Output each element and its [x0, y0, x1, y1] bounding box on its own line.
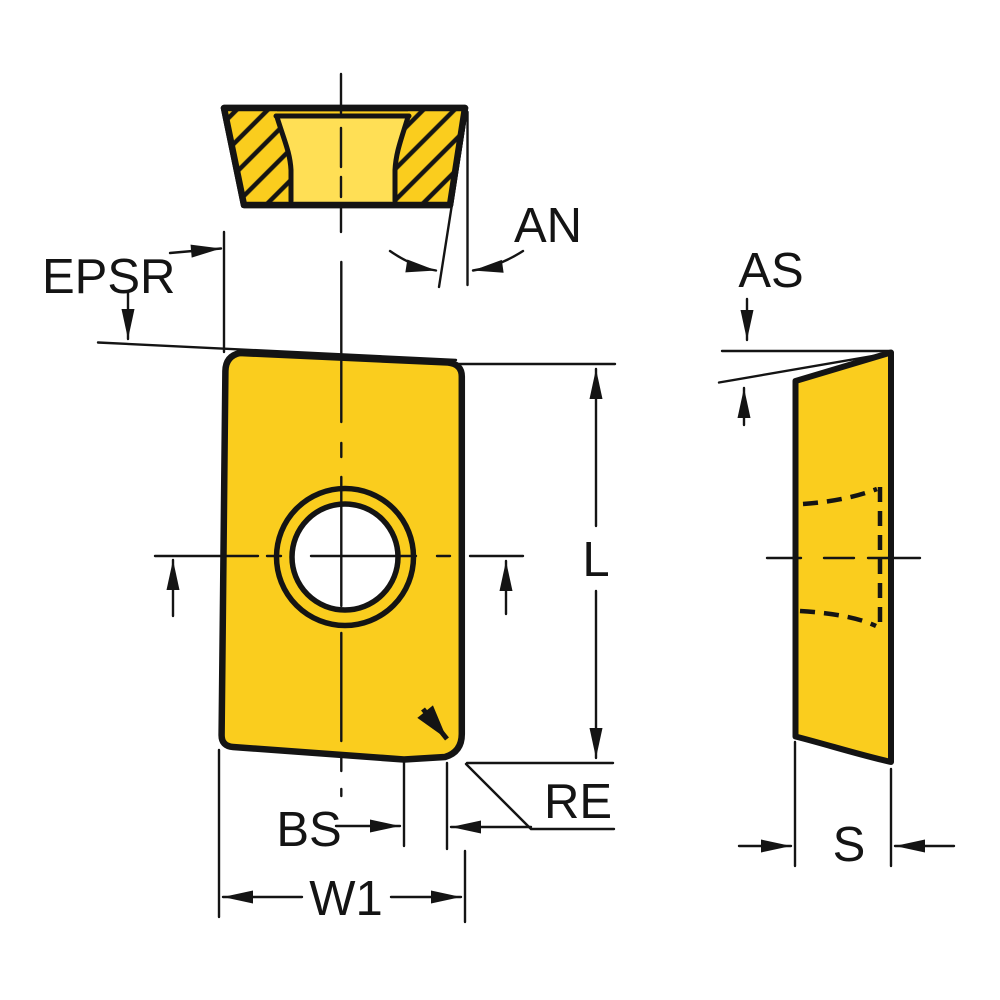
label-epsr: EPSR — [42, 250, 175, 304]
label-as: AS — [738, 244, 803, 298]
side-view — [765, 349, 922, 765]
top-view-outline — [220, 104, 469, 209]
section-hatch-right — [396, 111, 463, 202]
label-s: S — [833, 818, 866, 872]
an-edge-extension — [437, 113, 468, 289]
an-arc-right — [471, 249, 525, 273]
re-dimension: RE — [417, 705, 616, 831]
l-dimension: L — [457, 362, 617, 765]
re-leader — [464, 762, 616, 831]
label-bs: BS — [276, 803, 341, 857]
an-dimension: AN — [388, 110, 582, 289]
side-hidden-hole-top — [802, 486, 878, 507]
countersink-wall-left — [274, 114, 294, 204]
label-an: AN — [514, 199, 582, 253]
label-re: RE — [544, 775, 612, 829]
s-dimension: S — [737, 740, 956, 872]
as-dimension: AS — [717, 244, 892, 427]
label-l: L — [582, 533, 609, 587]
side-hidden-hole-bottom — [799, 608, 877, 629]
as-edge-extension — [717, 351, 892, 384]
epsr-arrow-right — [168, 244, 223, 258]
epsr-dimension: EPSR — [42, 230, 458, 362]
front-view — [153, 260, 525, 798]
countersink-wall-right — [392, 114, 411, 204]
label-w1: W1 — [309, 872, 383, 926]
w1-dimension: W1 — [217, 748, 467, 926]
an-arc-left — [388, 249, 438, 273]
re-pointer-arrow — [417, 705, 449, 741]
top-view — [220, 72, 469, 234]
bs-dimension: BS — [276, 760, 533, 857]
countersink-bore-section — [277, 116, 408, 202]
